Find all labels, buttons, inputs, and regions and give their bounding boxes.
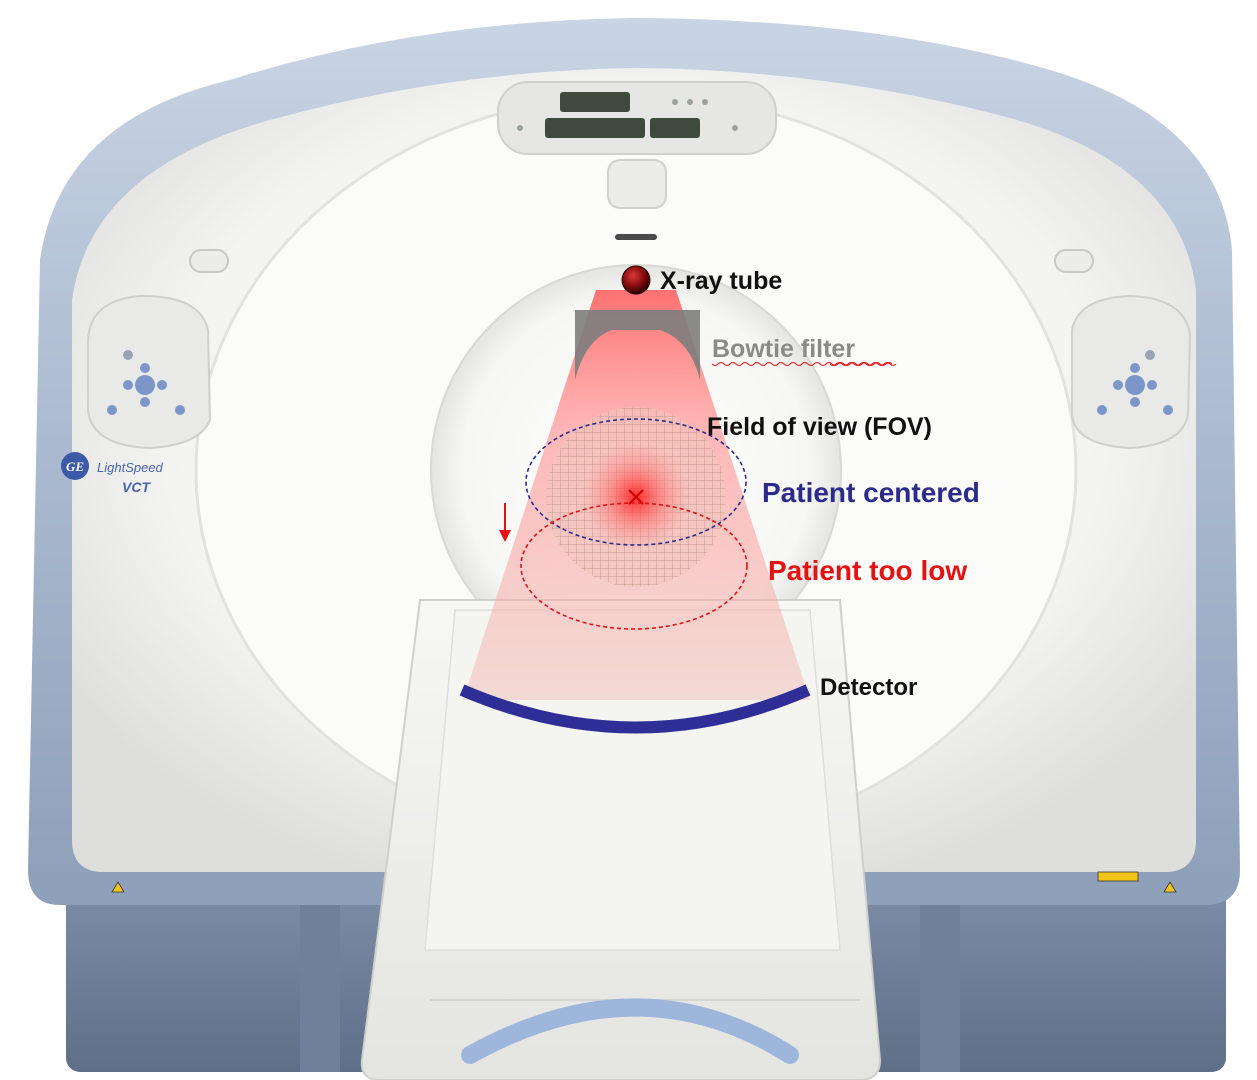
ge-logo-text: GE xyxy=(66,459,84,474)
label-patient-centered: Patient centered xyxy=(762,477,980,508)
label-fov: Field of view (FOV) xyxy=(707,413,932,441)
left-indicator-button xyxy=(190,250,228,272)
slot-indicator xyxy=(615,234,657,240)
xray-tube xyxy=(622,266,650,294)
model-name-line1: LightSpeed xyxy=(97,460,164,475)
label-bowtie-filter: Bowtie filter xyxy=(712,335,855,363)
ge-logo: GE xyxy=(61,452,89,480)
label-patient-too-low: Patient too low xyxy=(768,555,967,586)
left-control-panel xyxy=(88,296,210,448)
display-panel xyxy=(498,82,776,154)
label-detector: Detector xyxy=(820,674,917,701)
model-name-line2: VCT xyxy=(122,479,151,495)
right-indicator-button xyxy=(1055,250,1093,272)
laser-window xyxy=(608,160,666,208)
right-control-panel xyxy=(1072,296,1190,448)
label-xray-tube: X-ray tube xyxy=(660,267,782,295)
